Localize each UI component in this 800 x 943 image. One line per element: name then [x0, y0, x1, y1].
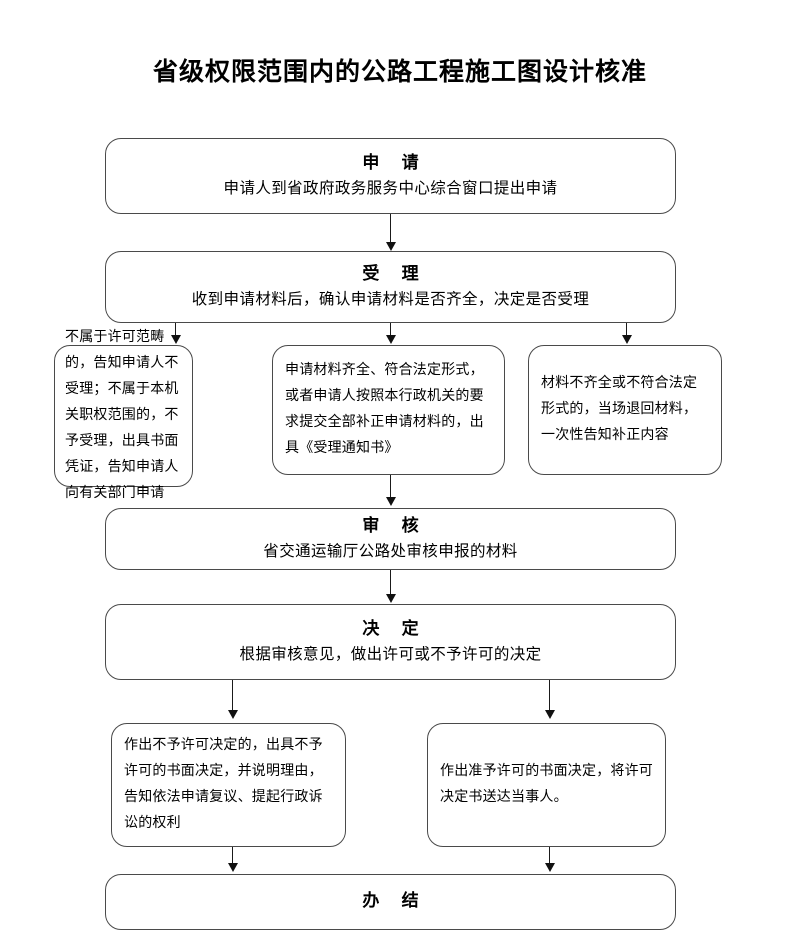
- node-branch-3-text: 材料不齐全或不符合法定形式的，当场退回材料，一次性告知补正内容: [541, 376, 698, 443]
- node-review-detail: 省交通运输厅公路处审核申报的材料: [263, 542, 518, 560]
- connector-branch-2-to-review: [390, 475, 392, 499]
- arrowhead-accept-to-branch-2: [385, 335, 396, 344]
- node-review: 审 核 省交通运输厅公路处审核申报的材料: [105, 508, 676, 570]
- connector-accept-to-branch-2: [390, 323, 392, 337]
- arrowhead-review-to-decide: [385, 594, 396, 603]
- node-done-heading: 办 结: [362, 890, 428, 910]
- node-outcome-2-text: 作出准予许可的书面决定，将许可决定书送达当事人。: [440, 764, 653, 805]
- arrowhead-decide-to-outcome-2: [544, 710, 555, 719]
- arrowhead-outcome-1-to-done: [227, 863, 238, 872]
- node-outcome-denied: 作出不予许可决定的，出具不予许可的书面决定，并说明理由，告知依法申请复议、提起行…: [111, 723, 346, 847]
- arrowhead-apply-to-accept: [385, 242, 396, 251]
- node-branch-materials-incomplete: 材料不齐全或不符合法定形式的，当场退回材料，一次性告知补正内容: [528, 345, 722, 475]
- node-outcome-1-text: 作出不予许可决定的，出具不予许可的书面决定，并说明理由，告知依法申请复议、提起行…: [124, 738, 323, 831]
- node-review-heading: 审 核: [362, 515, 428, 535]
- node-done: 办 结: [105, 874, 676, 930]
- arrowhead-decide-to-outcome-1: [227, 710, 238, 719]
- arrowhead-accept-to-branch-3: [621, 335, 632, 344]
- node-apply: 申 请 申请人到省政府政务服务中心综合窗口提出申请: [105, 138, 676, 214]
- node-branch-1-text: 不属于许可范畴的，告知申请人不受理；不属于本机关职权范围的，不予受理，出具书面凭…: [65, 330, 179, 501]
- node-accept: 受 理 收到申请材料后，确认申请材料是否齐全，决定是否受理: [105, 251, 676, 323]
- connector-accept-to-branch-3: [626, 323, 628, 337]
- node-accept-detail: 收到申请材料后，确认申请材料是否齐全，决定是否受理: [191, 290, 590, 308]
- node-apply-detail: 申请人到省政府政务服务中心综合窗口提出申请: [223, 179, 558, 197]
- connector-outcome-1-to-done: [232, 847, 234, 865]
- connector-decide-to-outcome-1: [232, 680, 234, 712]
- node-decide-detail: 根据审核意见，做出许可或不予许可的决定: [239, 645, 542, 663]
- connector-decide-to-outcome-2: [549, 680, 551, 712]
- node-branch-not-in-scope: 不属于许可范畴的，告知申请人不受理；不属于本机关职权范围的，不予受理，出具书面凭…: [54, 330, 193, 501]
- node-branch-2-text: 申请材料齐全、符合法定形式，或者申请人按照本行政机关的要求提交全部补正申请材料的…: [285, 363, 484, 456]
- connector-review-to-decide: [390, 570, 392, 596]
- node-branch-materials-complete: 申请材料齐全、符合法定形式，或者申请人按照本行政机关的要求提交全部补正申请材料的…: [272, 345, 505, 475]
- node-apply-heading: 申 请: [362, 152, 428, 172]
- page-title: 省级权限范围内的公路工程施工图设计核准: [152, 59, 647, 86]
- arrowhead-outcome-2-to-done: [544, 863, 555, 872]
- arrowhead-accept-to-branch-1: [170, 335, 181, 344]
- node-outcome-approved: 作出准予许可的书面决定，将许可决定书送达当事人。: [427, 723, 666, 847]
- connector-apply-to-accept: [390, 214, 392, 244]
- node-decide-heading: 决 定: [362, 618, 428, 638]
- arrowhead-branch-2-to-review: [385, 497, 396, 506]
- connector-accept-to-branch-1: [175, 323, 177, 337]
- connector-outcome-2-to-done: [549, 847, 551, 865]
- node-decide: 决 定 根据审核意见，做出许可或不予许可的决定: [105, 604, 676, 680]
- node-accept-heading: 受 理: [362, 263, 428, 283]
